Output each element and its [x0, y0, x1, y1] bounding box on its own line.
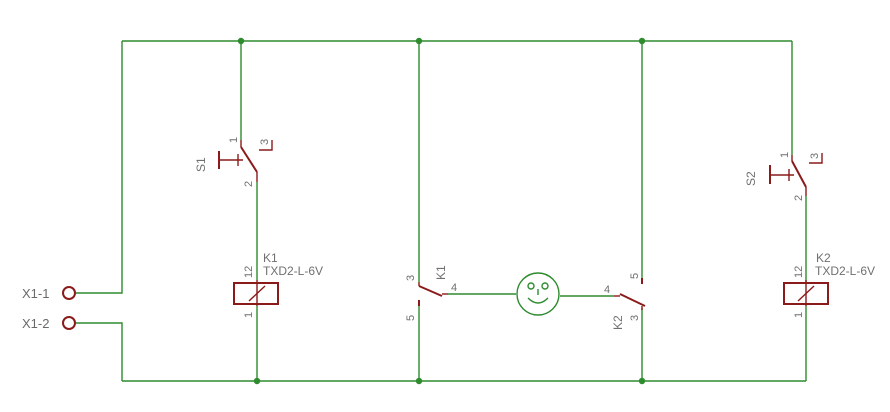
- k2-contact-pin4-label: 4: [604, 284, 610, 296]
- switch-s2[interactable]: S2 1 2 3: [744, 152, 823, 201]
- lamp-left-eye: [527, 282, 535, 290]
- terminal-x1-1-label: X1-1: [22, 286, 49, 301]
- k1-coil-name: K1: [263, 251, 278, 265]
- k1-coil-pin-bottom: 1: [243, 312, 255, 318]
- s2-pin1-label: 1: [779, 152, 791, 158]
- terminal-x1-1[interactable]: X1-1: [22, 286, 76, 301]
- k1-contact-name: K1: [434, 265, 448, 280]
- junction-top-k2: [638, 37, 646, 45]
- s2-pin2-label: 2: [793, 195, 805, 201]
- terminal-x1-2-label: X1-2: [22, 316, 49, 331]
- lamp-smiley-icon: [516, 272, 560, 316]
- k2-contact-pin5-label: 5: [629, 273, 641, 279]
- wires: [76, 40, 807, 382]
- relay-k1-contact[interactable]: K1 3 4 5: [405, 265, 457, 321]
- k1-contact-lever: [418, 285, 443, 297]
- lamp-outline: [516, 272, 560, 316]
- s1-pin2-label: 2: [243, 181, 255, 187]
- k1-coil-body: [233, 282, 279, 305]
- wire-x1-2-feed: [76, 322, 123, 381]
- s2-pin3-stub: [809, 153, 823, 164]
- switch-s1[interactable]: S1 1 2 3: [194, 137, 273, 187]
- s1-lever: [240, 146, 258, 173]
- junctions: [237, 37, 646, 385]
- k1-contact-pin5-label: 5: [405, 315, 417, 321]
- k1-coil-value: TXD2-L-6V: [263, 264, 323, 278]
- relay-k2-coil[interactable]: K2 TXD2-L-6V 12 1: [783, 251, 875, 318]
- k1-coil-pin-top: 12: [243, 266, 255, 278]
- k2-coil-name: K2: [816, 251, 831, 265]
- lamp-right-eye: [541, 282, 549, 290]
- k2-contact-pin3-label: 3: [629, 315, 641, 321]
- s1-name: S1: [194, 157, 208, 172]
- wire-x1-1-feed: [76, 41, 123, 294]
- s2-pin3-label: 3: [809, 153, 821, 159]
- k1-coil-slash: [248, 285, 266, 302]
- junction-top-k1: [415, 37, 423, 45]
- s1-pin3-stub: [259, 140, 273, 151]
- terminal-x1-2[interactable]: X1-2: [22, 316, 76, 331]
- junction-bottom-k1-contact: [415, 377, 423, 385]
- k2-coil-pin-top: 12: [793, 266, 805, 278]
- k2-coil-value: TXD2-L-6V: [815, 264, 875, 278]
- junction-top-s1: [237, 37, 245, 45]
- s2-lever: [791, 160, 807, 188]
- k2-contact-name: K2: [611, 315, 625, 330]
- k2-coil-pin-bottom: 1: [793, 312, 805, 318]
- k2-contact-lever: [619, 293, 646, 307]
- k1-contact-pin3-label: 3: [405, 275, 417, 281]
- k1-contact-pin4-label: 4: [451, 282, 457, 294]
- s2-name: S2: [744, 171, 758, 186]
- terminal-x1-1-pad[interactable]: [62, 286, 76, 300]
- k2-coil-slash: [797, 285, 815, 302]
- s1-pin3-label: 3: [259, 139, 271, 145]
- lamp-mouth: [527, 297, 549, 304]
- relay-k2-contact[interactable]: K2 5 4 3: [604, 273, 646, 330]
- junction-bottom-k2-contact: [638, 377, 646, 385]
- relay-k1-coil[interactable]: K1 TXD2-L-6V 12 1: [233, 251, 323, 318]
- s1-pin1-label: 1: [228, 137, 240, 143]
- terminal-x1-2-pad[interactable]: [62, 316, 76, 330]
- junction-bottom-k1-coil: [253, 377, 261, 385]
